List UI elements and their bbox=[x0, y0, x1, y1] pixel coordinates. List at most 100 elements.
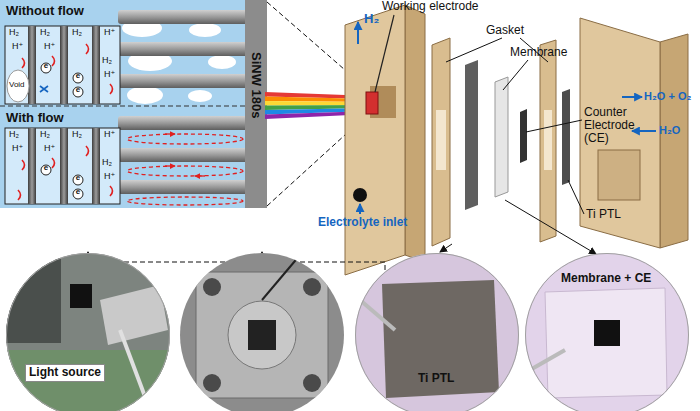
node-heading: Light source bbox=[25, 364, 105, 382]
bolt bbox=[303, 374, 321, 392]
photo-background bbox=[0, 250, 180, 411]
photo-background bbox=[175, 250, 355, 411]
reaction-arrow bbox=[110, 84, 113, 94]
panel-box: Without flow bbox=[0, 0, 125, 106]
reaction-arrow bbox=[52, 158, 55, 168]
photo-pointer bbox=[505, 200, 596, 254]
nanowire bbox=[60, 26, 68, 104]
cell-block bbox=[345, 5, 405, 275]
part-label: Gasket bbox=[486, 24, 524, 37]
electron-label: e bbox=[73, 86, 83, 95]
tweezers bbox=[360, 300, 395, 330]
electrode-wire bbox=[375, 15, 394, 92]
electron-label: e bbox=[41, 62, 51, 71]
photo-circle: Membrane + CE bbox=[525, 253, 689, 411]
working-electrode bbox=[366, 92, 378, 114]
flow-arrow bbox=[195, 175, 205, 176]
gasket bbox=[432, 38, 450, 246]
species-label: H⁺ bbox=[104, 130, 115, 140]
part-label: Membrane bbox=[510, 46, 567, 59]
lamp-body bbox=[100, 285, 168, 345]
species-label: H⁺ bbox=[104, 28, 115, 38]
electron-circle bbox=[73, 189, 83, 199]
flow-loop bbox=[127, 134, 243, 144]
electron-label: e bbox=[73, 174, 83, 183]
inset-box bbox=[5, 26, 120, 104]
nanowire bbox=[92, 128, 100, 204]
species-label: H⁺ bbox=[104, 70, 115, 80]
node-heading: Membrane + CE bbox=[561, 272, 651, 286]
nanowire bbox=[60, 128, 68, 204]
electron-circle bbox=[73, 87, 83, 97]
sample-square bbox=[70, 284, 92, 308]
gas-label: H₂ bbox=[364, 12, 379, 26]
void-bubble bbox=[208, 55, 236, 69]
flow-label: H₂O + O₂ bbox=[644, 90, 691, 102]
reaction-arrow bbox=[110, 186, 113, 196]
nanowire bbox=[118, 42, 248, 56]
species-label: H₂ bbox=[9, 130, 19, 140]
node-heading: With flow bbox=[6, 111, 64, 126]
void-bubble bbox=[127, 86, 163, 104]
photo-pointer bbox=[440, 244, 452, 252]
nanowire bbox=[28, 26, 36, 104]
blocked-mark bbox=[40, 86, 48, 92]
ti-ptl bbox=[562, 89, 570, 185]
photo-background bbox=[520, 250, 700, 411]
bolt bbox=[303, 278, 321, 296]
electron-circle bbox=[73, 73, 83, 83]
void-label: Void bbox=[9, 81, 25, 90]
void-bubble bbox=[188, 90, 212, 102]
gasket-window bbox=[544, 110, 552, 170]
panel-box: With flow bbox=[0, 106, 125, 208]
outlet-arrow bbox=[622, 96, 642, 98]
silicon-substrate bbox=[245, 0, 267, 208]
flow-arrow bbox=[165, 165, 175, 166]
cell-block-side bbox=[405, 5, 425, 262]
void-bubble bbox=[7, 70, 29, 102]
reaction-arrow bbox=[22, 58, 25, 68]
reaction-arrow bbox=[86, 146, 89, 156]
leader-line bbox=[446, 38, 502, 62]
inlet-label: Electrolyte inlet bbox=[318, 216, 407, 229]
photo-detail bbox=[120, 330, 150, 410]
flow-loop bbox=[127, 197, 243, 205]
nanowire bbox=[92, 26, 100, 104]
nanowire bbox=[118, 116, 248, 130]
substrate-label: SiNW 180s bbox=[249, 52, 263, 118]
species-label: H₂ bbox=[72, 130, 82, 140]
species-label: H₂ bbox=[40, 28, 50, 38]
photo-detail bbox=[228, 301, 296, 369]
reaction-arrow bbox=[52, 56, 55, 66]
electron-circle bbox=[41, 165, 51, 175]
inlet-arrow bbox=[359, 204, 361, 214]
leader-line bbox=[568, 180, 584, 214]
flow-arrow bbox=[165, 133, 175, 134]
gasket bbox=[540, 40, 556, 242]
void-bubble bbox=[189, 23, 221, 37]
node-heading: Without flow bbox=[6, 4, 84, 19]
flow-loop bbox=[127, 166, 243, 176]
electron-label: e bbox=[41, 164, 51, 173]
nanowire bbox=[28, 128, 36, 204]
ti-ptl-sheet bbox=[382, 280, 499, 398]
photo bbox=[0, 250, 180, 411]
species-label: H₂ bbox=[102, 158, 112, 168]
node-heading: Ti PTL bbox=[418, 372, 454, 386]
nanowire bbox=[118, 74, 248, 88]
species-label: H₂ bbox=[40, 130, 50, 140]
photo bbox=[350, 250, 530, 411]
membrane bbox=[495, 77, 508, 197]
species-label: H₂ bbox=[9, 28, 19, 38]
reaction-arrow bbox=[86, 44, 89, 54]
cell-window bbox=[248, 320, 276, 350]
inlet-arrow bbox=[632, 130, 656, 132]
cell-block bbox=[580, 18, 660, 248]
gasket-window bbox=[436, 110, 446, 170]
electron-label: e bbox=[73, 72, 83, 81]
photo-circle: Ti PTL bbox=[355, 253, 519, 411]
species-label: H⁺ bbox=[12, 144, 23, 154]
photo bbox=[175, 250, 355, 411]
nanowire bbox=[118, 10, 248, 24]
part-label: Counter Electrode (CE) bbox=[584, 106, 656, 146]
